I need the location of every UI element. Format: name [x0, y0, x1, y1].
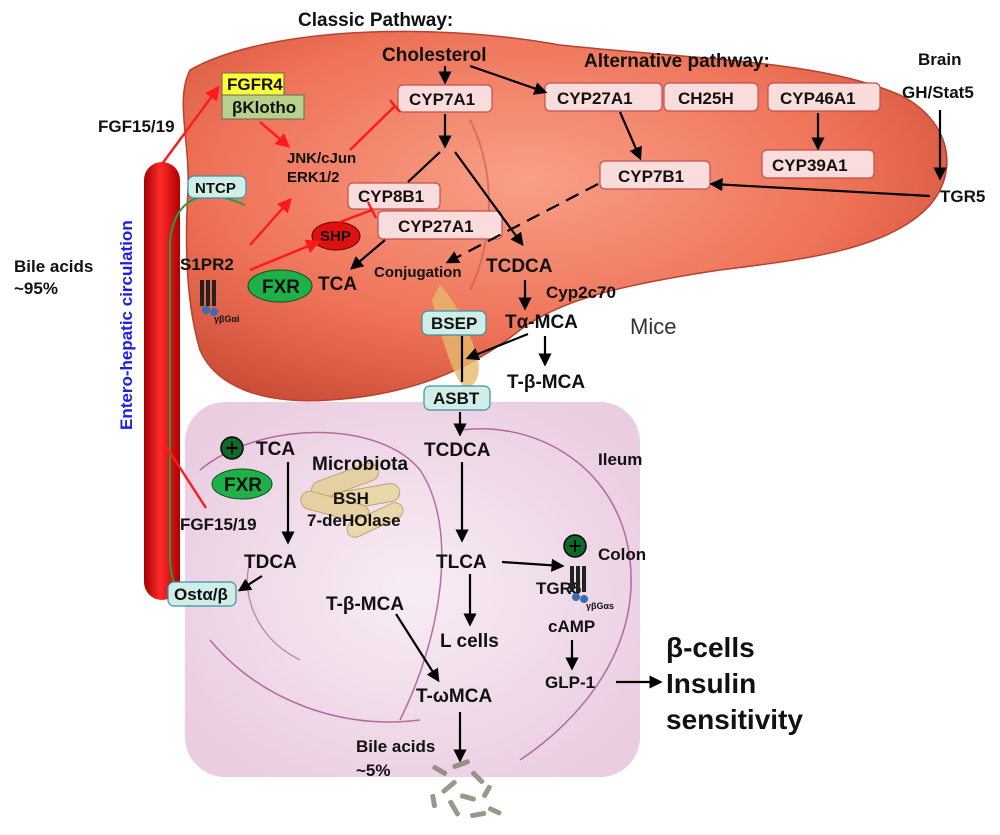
tca-liver-label: TCA	[318, 274, 357, 295]
ileum-shape	[185, 402, 640, 777]
cyp7a1-label: CYP7A1	[409, 90, 475, 109]
t-b-mca-liver-label: T-β-MCA	[507, 372, 585, 393]
fxr-liver-label: FXR	[262, 277, 300, 298]
fxr-ileum-label: FXR	[224, 475, 262, 496]
ost-label: Ostα/β	[174, 585, 228, 604]
conjugation-label: Conjugation	[374, 264, 461, 281]
cyp27a1-classic-label: CYP27A1	[398, 217, 474, 236]
tlca-label: TLCA	[436, 552, 487, 573]
b-cells-label: β-cells	[666, 632, 755, 663]
s1pr2-receptor-icon	[200, 280, 218, 316]
ta-mca-label: Tα-MCA	[505, 312, 578, 333]
pct-95-label: ~95%	[14, 279, 58, 298]
ntcp-box	[187, 175, 247, 199]
deholase-label: 7-deHOlase	[307, 511, 401, 530]
ch25h-box	[663, 82, 759, 112]
camp-label: cAMP	[548, 617, 595, 636]
asbt-label: ASBT	[433, 389, 480, 408]
circulation-vessel	[144, 162, 180, 600]
tcdca-liver-label: TCDCA	[486, 256, 553, 277]
t-b-mca-ileum-label: T-β-MCA	[326, 594, 404, 615]
cyp8b1-box	[347, 182, 441, 210]
glp1-label: GLP-1	[545, 673, 595, 692]
erk-label: ERK1/2	[287, 169, 340, 186]
classic-pathway-label: Classic Pathway:	[298, 10, 453, 31]
cyp2c70-label: Cyp2c70	[546, 283, 616, 302]
cyp7b1-label: CYP7B1	[618, 167, 684, 186]
tgr5-liver-label: TGR5	[940, 187, 985, 206]
fgf-bottom-label: FGF15/19	[180, 515, 257, 534]
ileum-fold-3	[209, 639, 421, 723]
ileum-fold-4	[246, 559, 301, 661]
shp-label: SHP	[320, 228, 351, 245]
s1pr2-label: S1PR2	[180, 255, 234, 274]
pathway-arrows	[237, 64, 947, 763]
microbiota-label: Microbiota	[312, 454, 408, 475]
l-cells-label: L cells	[440, 631, 499, 652]
liver-shape	[182, 30, 948, 402]
ileum-fold-1	[199, 431, 443, 721]
ost-box	[167, 581, 237, 607]
cyp7a1-box	[397, 84, 493, 113]
colon-label: Colon	[598, 545, 646, 564]
gai-label: γβGαi	[214, 314, 240, 324]
fgfr4-label: FGFR4	[227, 75, 283, 94]
cyp46a1-box	[767, 82, 881, 112]
asbt-box	[423, 385, 491, 411]
bile-acids-5-label: Bile acids	[356, 737, 435, 756]
ch25h-label: CH25H	[678, 89, 734, 108]
cyp27a1-alt-box	[544, 82, 663, 112]
cyp7b1-box	[599, 160, 711, 190]
cyp27a1-classic-box	[377, 210, 503, 240]
jnk-label: JNK/cJun	[287, 150, 356, 167]
pct-5-label: ~5%	[356, 761, 391, 780]
circulation-label: Entero-hepatic circulation	[117, 220, 136, 430]
alternative-pathway-label: Alternative pathway:	[584, 51, 770, 72]
bile-acids-95-label: Bile acids	[14, 257, 93, 276]
fxr-ileum-ellipse	[211, 468, 273, 500]
cholesterol-label: Cholesterol	[382, 45, 487, 66]
bsep-box	[421, 310, 487, 336]
tdca-label: TDCA	[244, 552, 297, 573]
cyp46a1-label: CYP46A1	[780, 89, 856, 108]
mice-label: Mice	[630, 314, 676, 339]
bklotho-box	[221, 94, 305, 120]
brain-label: Brain	[918, 50, 961, 69]
cyp27a1-alt-label: CYP27A1	[557, 89, 633, 108]
sensitivity-label: sensitivity	[666, 704, 803, 735]
tgr5-receptor-icon	[570, 566, 588, 603]
gh-stat5-label: GH/Stat5	[902, 83, 974, 102]
insulin-label: Insulin	[666, 668, 756, 699]
bsh-label: BSH	[333, 489, 369, 508]
gas-label: γβGαs	[586, 601, 614, 611]
feces-icon	[430, 759, 502, 819]
bklotho-label: βKlotho	[232, 98, 296, 117]
fgf-top-label: FGF15/19	[98, 117, 175, 136]
tcdca-ileum-label: TCDCA	[424, 440, 491, 461]
ileum-fold-2	[459, 428, 632, 761]
cyp39a1-label: CYP39A1	[772, 156, 848, 175]
microbiota-icon	[300, 462, 404, 538]
t-w-mca-label: T-ωMCA	[416, 686, 492, 707]
shp-ellipse	[311, 221, 361, 251]
ntcp-label: NTCP	[195, 180, 236, 197]
ileum-label: Ileum	[598, 450, 642, 469]
bsep-label: BSEP	[431, 314, 477, 333]
tca-ileum-label: TCA	[256, 439, 295, 460]
signaling-arrows	[160, 85, 401, 509]
cyp8b1-label: CYP8B1	[358, 187, 424, 206]
fxr-liver-ellipse	[247, 269, 313, 303]
